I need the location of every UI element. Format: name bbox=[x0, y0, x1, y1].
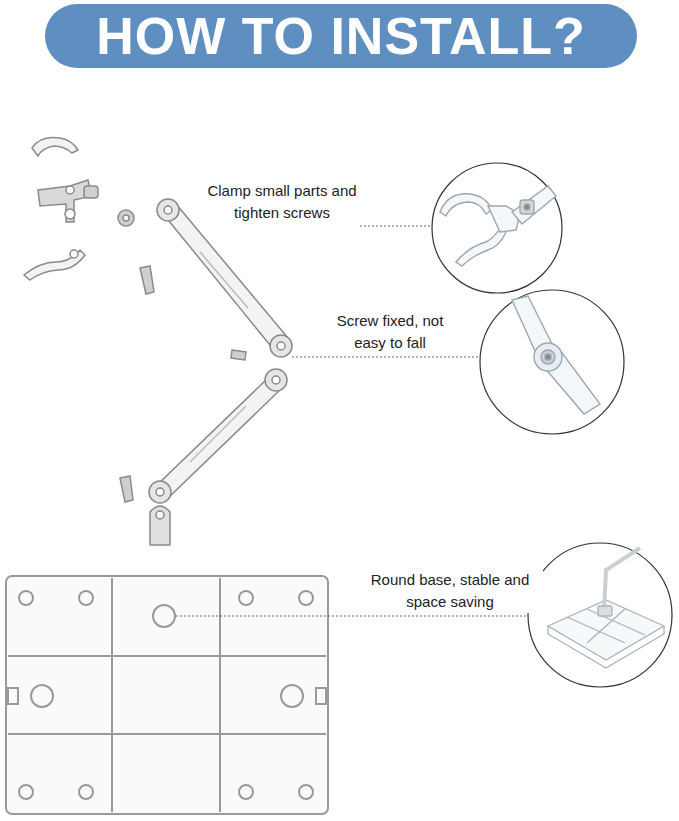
nut bbox=[118, 210, 134, 226]
screw bbox=[140, 266, 154, 294]
screw bbox=[120, 476, 133, 502]
joint-hole bbox=[277, 342, 285, 350]
arm-rod bbox=[154, 380, 282, 498]
title: HOW TO INSTALL? bbox=[96, 6, 586, 66]
base-connector bbox=[150, 506, 170, 545]
nut-hole bbox=[123, 215, 129, 221]
joint bbox=[265, 369, 287, 391]
screw bbox=[231, 350, 246, 360]
hole bbox=[66, 186, 74, 194]
joint bbox=[149, 481, 171, 503]
clamp-holder bbox=[38, 180, 92, 222]
title-banner: HOW TO INSTALL? bbox=[45, 4, 637, 68]
joint-hole bbox=[272, 376, 280, 384]
joint-hole bbox=[164, 206, 172, 214]
clamp-arm bbox=[24, 250, 85, 280]
joint bbox=[270, 335, 292, 357]
rod-ridge bbox=[200, 252, 248, 308]
callout-label: Screw fixed, not easy to fall bbox=[327, 310, 453, 354]
detail-circle bbox=[480, 290, 624, 434]
callout-label: Clamp small parts and tighten screws bbox=[199, 180, 365, 224]
joint bbox=[157, 199, 179, 221]
detail-circle bbox=[432, 163, 562, 293]
hole bbox=[65, 209, 75, 219]
base-plate bbox=[6, 576, 328, 814]
nut bbox=[84, 186, 98, 198]
arm-rod bbox=[160, 204, 288, 350]
detail-circle bbox=[528, 543, 672, 687]
callout-label: Round base, stable and space saving bbox=[357, 569, 543, 613]
hole bbox=[70, 250, 78, 258]
clamp-arm bbox=[32, 137, 78, 156]
joint-hole bbox=[156, 488, 164, 496]
rod-ridge bbox=[190, 406, 246, 462]
hole bbox=[156, 511, 164, 519]
